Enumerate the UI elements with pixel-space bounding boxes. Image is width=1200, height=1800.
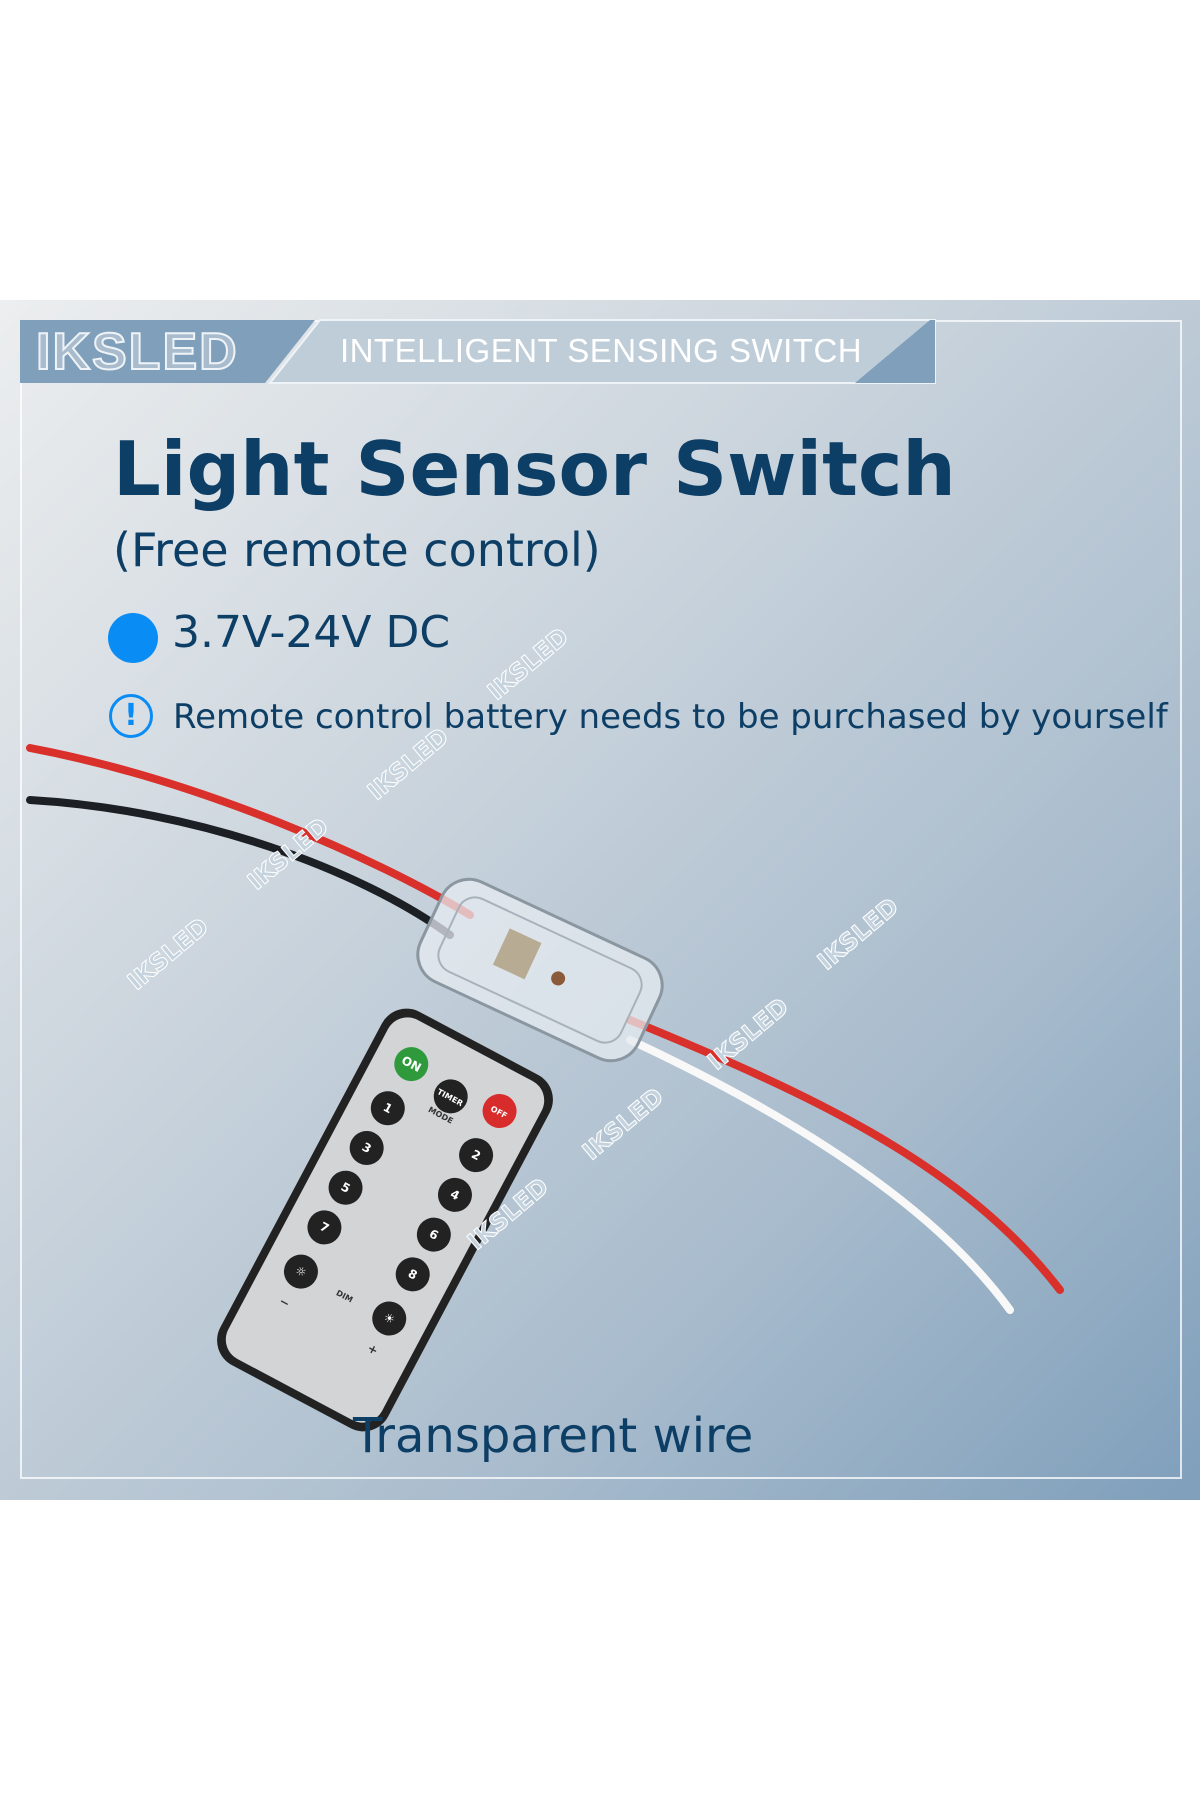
banner-text: INTELLIGENT SENSING SWITCH	[340, 332, 863, 369]
subtitle: (Free remote control)	[113, 523, 601, 577]
caption: Transparent wire	[353, 1408, 754, 1464]
page-title: Light Sensor Switch	[113, 425, 956, 513]
brand-logo: IKSLED	[35, 322, 239, 382]
battery-note: Remote control battery needs to be purch…	[173, 697, 1168, 737]
exclamation-icon: !	[109, 694, 153, 738]
banner-shape	[20, 319, 936, 384]
switch-module	[416, 877, 664, 1063]
wires	[26, 744, 1064, 1314]
voltage-spec: 3.7V-24V DC	[172, 607, 451, 658]
bullet-dot-icon	[108, 613, 158, 663]
header-banner: IKSLED INTELLIGENT SENSING SWITCH	[20, 320, 935, 383]
